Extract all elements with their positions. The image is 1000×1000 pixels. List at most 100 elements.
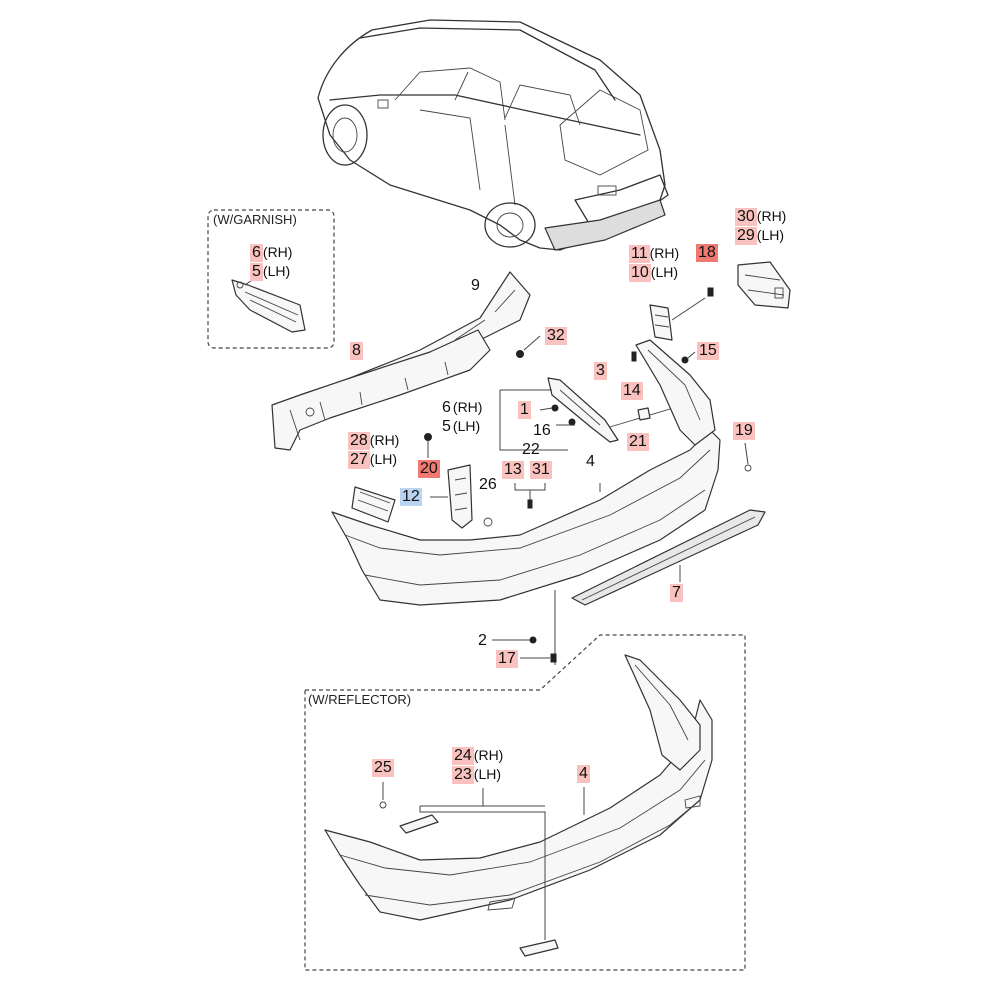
- callout-c22: 22: [520, 441, 542, 459]
- part-12-stay: [447, 464, 473, 529]
- part-number: 24: [452, 747, 474, 765]
- part-number: 19: [733, 422, 755, 440]
- callout-c19: 19: [733, 422, 755, 440]
- part-20-nut: [424, 433, 432, 441]
- part-side: (LH): [452, 418, 481, 434]
- part-side: (LH): [473, 766, 502, 782]
- section-label-reflector: (W/REFLECTOR): [308, 692, 411, 707]
- part-number: 21: [627, 433, 649, 451]
- callout-c4b: 4: [577, 765, 590, 783]
- part-4-bumper-cover-reflector: [324, 654, 713, 957]
- callout-c11: 11(RH): [629, 244, 679, 263]
- part-7-step-pad: [571, 509, 766, 606]
- part-side: (LH): [369, 451, 398, 467]
- part-side: (LH): [650, 264, 679, 280]
- callout-c5b: 5(LH): [440, 417, 480, 436]
- callout-c13: 13: [502, 461, 524, 479]
- suv-vehicle-drawing: [317, 19, 669, 251]
- callout-c4a: 4: [584, 453, 597, 471]
- callout-c20: 20: [418, 460, 440, 478]
- part-number: 7: [670, 584, 683, 602]
- part-30-29-bracket: [737, 261, 791, 309]
- part-number: 6: [442, 399, 451, 416]
- part-number: 2: [478, 632, 487, 649]
- part-number: 32: [545, 327, 567, 345]
- part-number: 5: [250, 263, 263, 281]
- part-number: 25: [372, 759, 394, 777]
- callout-c3: 3: [594, 362, 607, 380]
- part-number: 29: [735, 227, 757, 245]
- callout-c15: 15: [697, 342, 719, 360]
- part-number: 17: [496, 650, 518, 668]
- callout-c7: 7: [670, 584, 683, 602]
- part-number: 31: [530, 461, 552, 479]
- callout-c28: 28(RH): [348, 431, 399, 450]
- garnish-bracket-drawing: [231, 277, 306, 333]
- part-32-clip: [516, 350, 524, 358]
- callout-c14: 14: [621, 382, 643, 400]
- part-side: (LH): [756, 227, 785, 243]
- part-number: 14: [621, 382, 643, 400]
- part-side: (RH): [369, 432, 400, 448]
- callout-c29: 29(LH): [735, 226, 784, 245]
- callout-c5a: 5(LH): [250, 262, 290, 281]
- part-number: 23: [452, 766, 474, 784]
- part-number: 1: [518, 401, 531, 419]
- callout-c23: 23(LH): [452, 765, 501, 784]
- part-side: (RH): [649, 245, 680, 261]
- callout-c18: 18: [696, 244, 718, 262]
- part-side: (LH): [262, 263, 291, 279]
- garnish-detail-box: [207, 209, 335, 349]
- callout-c10: 10(LH): [629, 263, 678, 282]
- callout-c6a: 6(RH): [250, 243, 292, 262]
- part-4-bumper-cover: [331, 339, 721, 606]
- part-number: 11: [629, 245, 650, 263]
- part-number: 10: [629, 264, 651, 282]
- part-number: 22: [522, 441, 540, 458]
- part-number: 6: [250, 244, 263, 262]
- part-number: 15: [697, 342, 719, 360]
- part-side: (RH): [262, 244, 293, 260]
- callout-c26: 26: [477, 476, 499, 494]
- reflector-detail-box: [304, 634, 746, 971]
- part-number: 30: [735, 208, 757, 226]
- callout-c1: 1: [518, 401, 531, 419]
- part-number: 3: [594, 362, 607, 380]
- callout-c2: 2: [476, 632, 489, 650]
- part-number: 16: [533, 422, 551, 439]
- part-number: 18: [696, 244, 718, 262]
- part-side: (RH): [756, 208, 787, 224]
- part-number: 9: [471, 277, 480, 294]
- callout-c31: 31: [530, 461, 552, 479]
- callout-c17: 17: [496, 650, 518, 668]
- callout-c24: 24(RH): [452, 746, 503, 765]
- part-number: 27: [348, 451, 370, 469]
- part-number: 13: [502, 461, 524, 479]
- part-3-side-bracket: [547, 377, 619, 443]
- part-number: 26: [479, 476, 497, 493]
- part-side: (RH): [473, 747, 504, 763]
- part-number: 5: [442, 418, 451, 435]
- part-8-bumper-beam: [271, 329, 491, 451]
- callout-c8: 8: [350, 342, 363, 360]
- callout-c32: 32: [545, 327, 567, 345]
- part-number: 20: [418, 460, 440, 478]
- callout-c25: 25: [372, 759, 394, 777]
- part-number: 4: [586, 453, 595, 470]
- part-28-27-reflector: [351, 486, 396, 523]
- part-11-10-bracket: [649, 304, 673, 341]
- part-number: 28: [348, 432, 370, 450]
- callout-c6b: 6(RH): [440, 398, 482, 417]
- part-number: 4: [577, 765, 590, 783]
- callout-c27: 27(LH): [348, 450, 397, 469]
- part-number: 12: [400, 488, 422, 506]
- callout-c16: 16: [531, 422, 553, 440]
- callout-c30: 30(RH): [735, 207, 786, 226]
- part-number: 8: [350, 342, 363, 360]
- part-side: (RH): [452, 399, 483, 415]
- callout-c9: 9: [469, 277, 482, 295]
- section-label-garnish: (W/GARNISH): [213, 212, 297, 227]
- callout-c21: 21: [627, 433, 649, 451]
- callout-c12: 12: [400, 488, 422, 506]
